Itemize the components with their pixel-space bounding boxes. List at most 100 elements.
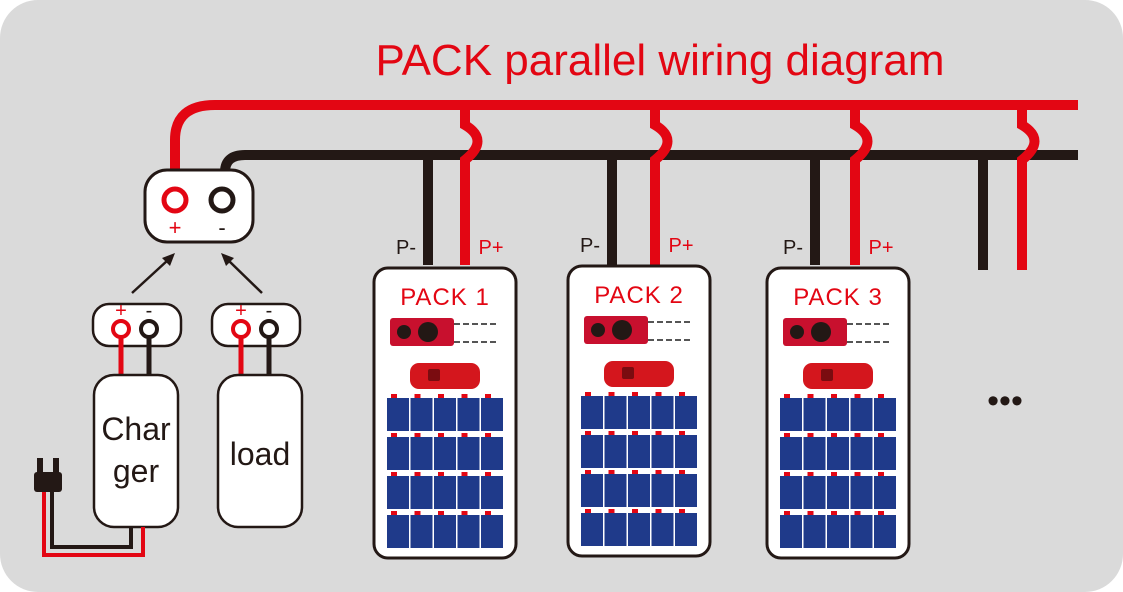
cell-terminal-icon	[878, 433, 884, 437]
pack-label: PACK 1	[400, 284, 490, 311]
cell-terminal-icon	[608, 470, 615, 474]
cell-terminal-icon	[485, 433, 491, 437]
pack-2: P-P+PACK 2	[566, 235, 712, 558]
battery-cell-icon	[850, 437, 873, 470]
cell-terminal-icon	[784, 511, 790, 515]
battery-cell-icon	[581, 474, 603, 507]
load: + - load	[210, 300, 304, 529]
bms-fan-icon	[612, 320, 632, 340]
charger-minus-label: -	[146, 300, 153, 322]
pack-positive-label: P+	[478, 237, 503, 259]
pack-positive-label: P+	[668, 235, 693, 257]
bms-fan-icon	[811, 322, 831, 342]
positive-bus-wire	[170, 100, 1078, 180]
cell-terminal-icon	[854, 433, 861, 437]
positive-terminal-icon	[161, 186, 189, 214]
cell-terminal-icon	[438, 433, 444, 437]
cell-terminal-icon	[679, 470, 685, 474]
charger: + - Char ger	[34, 300, 183, 557]
battery-cell-icon	[675, 396, 697, 429]
battery-cell-icon	[457, 437, 480, 470]
battery-cell-icon	[780, 398, 802, 431]
cell-terminal-icon	[831, 511, 837, 515]
battery-cell-icon	[651, 474, 674, 507]
cell-terminal-icon	[831, 394, 837, 398]
more-packs-indicator: •••	[987, 382, 1023, 420]
battery-cell-icon	[387, 437, 409, 470]
battery-cell-icon	[387, 515, 409, 548]
terminal-block-body	[143, 168, 255, 244]
pack-label: PACK 2	[594, 282, 684, 309]
pack-1-wires	[423, 105, 483, 265]
power-cord-red	[42, 492, 145, 557]
battery-cell-icon	[410, 476, 433, 509]
load-minus-label: -	[266, 300, 273, 322]
cell-terminal-icon	[485, 472, 491, 476]
battery-cell-icon	[827, 476, 849, 509]
pack-2-wires	[607, 105, 673, 265]
load-arrow-head-icon	[221, 253, 234, 266]
cell-terminal-icon	[391, 433, 397, 437]
charger-body	[92, 373, 180, 529]
protection-module-icon	[410, 363, 480, 389]
charger-terminal-block	[91, 302, 183, 348]
load-negative-terminal-icon	[259, 319, 279, 339]
battery-cell-icon	[481, 515, 503, 548]
cell-terminal-icon	[655, 470, 662, 474]
battery-cell-icon	[803, 515, 826, 548]
cell-terminal-icon	[461, 511, 468, 515]
cell-terminal-icon	[461, 472, 468, 476]
battery-cell-icon	[581, 513, 603, 546]
cell-terminal-icon	[807, 511, 814, 515]
battery-cell-icon	[410, 437, 433, 470]
cell-terminal-icon	[878, 472, 884, 476]
module-switch-icon	[428, 369, 440, 381]
diagram-title: PACK parallel wiring diagram	[376, 36, 945, 85]
load-body	[216, 373, 304, 529]
cell-terminal-icon	[391, 472, 397, 476]
charger-arrow-head-icon	[162, 253, 175, 266]
pack-negative-label: P-	[396, 237, 416, 259]
cell-terminal-icon	[585, 392, 591, 396]
cell-terminal-icon	[608, 509, 615, 513]
battery-cell-icon	[780, 437, 802, 470]
battery-cell-icon	[628, 396, 650, 429]
pack-negative-label: P-	[783, 237, 803, 259]
pack-3-wires	[810, 105, 873, 265]
cell-terminal-icon	[807, 394, 814, 398]
battery-cell-icon	[651, 513, 674, 546]
battery-cell-icon	[604, 474, 627, 507]
load-label: load	[230, 436, 291, 472]
battery-cell-icon	[457, 476, 480, 509]
terminal-minus-label: -	[218, 215, 225, 240]
charger-plus-label: +	[115, 300, 127, 322]
charger-positive-terminal-icon	[111, 319, 131, 339]
arrows	[131, 253, 263, 294]
terminal-plus-label: +	[169, 215, 182, 240]
pack-1: P- P+ PACK 1	[372, 237, 518, 560]
battery-cell-icon	[434, 437, 456, 470]
battery-cell-icon	[604, 513, 627, 546]
battery-cell-icon	[434, 515, 456, 548]
cell-terminal-icon	[585, 431, 591, 435]
battery-cell-icon	[874, 398, 896, 431]
cell-terminal-icon	[878, 394, 884, 398]
battery-cell-icon	[874, 437, 896, 470]
battery-cell-icon	[481, 476, 503, 509]
battery-cell-icon	[481, 437, 503, 470]
battery-cell-icon	[457, 515, 480, 548]
cell-terminal-icon	[414, 394, 421, 398]
battery-cell-icon	[457, 398, 480, 431]
battery-cell-icon	[780, 515, 802, 548]
cell-terminal-icon	[807, 472, 814, 476]
battery-cell-icon	[803, 476, 826, 509]
cell-terminal-icon	[632, 392, 638, 396]
cell-terminal-icon	[632, 470, 638, 474]
negative-terminal-icon	[208, 186, 236, 214]
cell-terminal-icon	[414, 511, 421, 515]
pack-positive-label: P+	[868, 237, 893, 259]
cell-terminal-icon	[655, 509, 662, 513]
battery-cell-icon	[827, 515, 849, 548]
cell-terminal-icon	[438, 472, 444, 476]
cell-terminal-icon	[679, 509, 685, 513]
